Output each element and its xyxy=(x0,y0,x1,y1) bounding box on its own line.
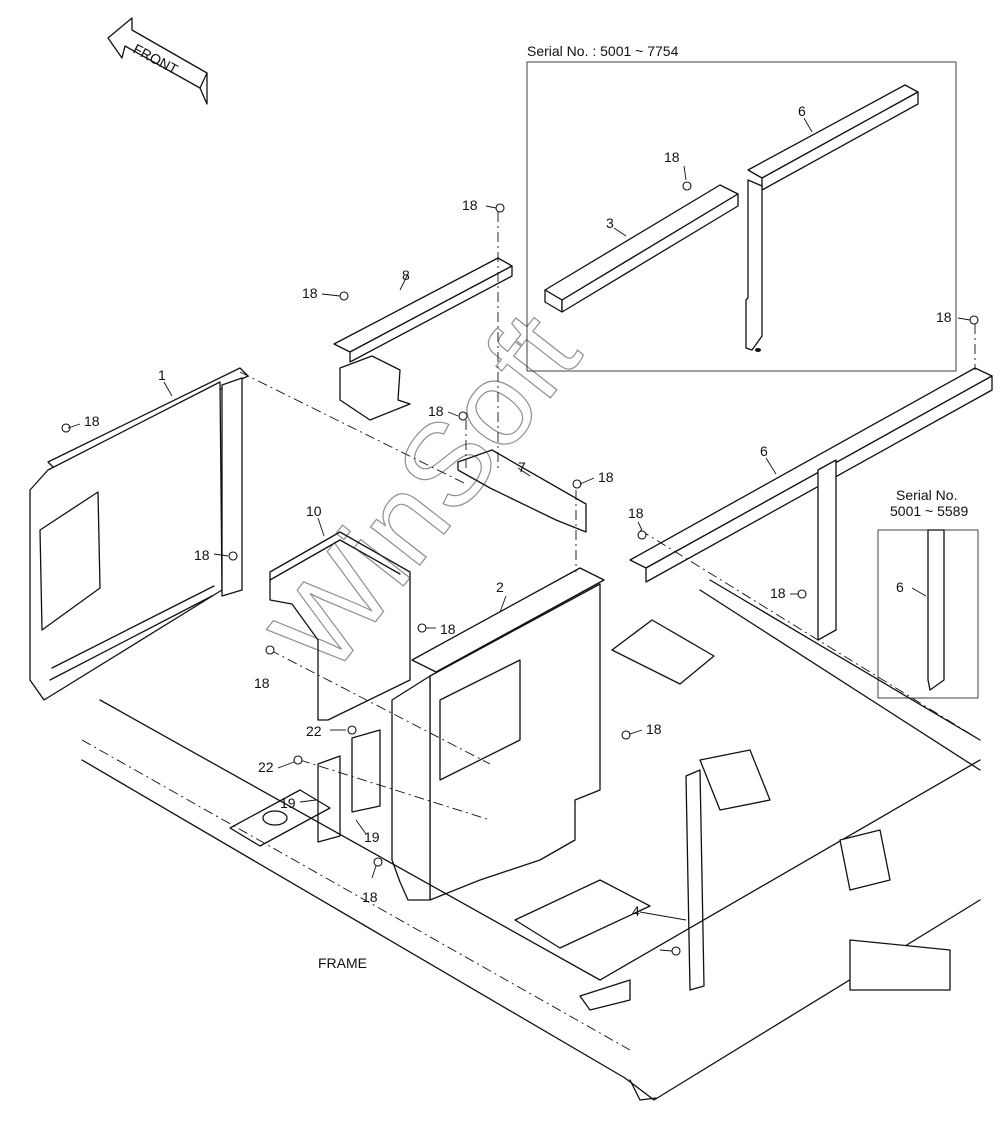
part-2-frame xyxy=(391,567,605,901)
callout-part-18: 18 xyxy=(646,721,662,737)
part-8-bracket xyxy=(333,257,513,421)
callout-labels: 1 2 3 4 6 6 6 7 8 10 18 18 18 18 18 18 1… xyxy=(84,103,952,971)
bolt-icon xyxy=(637,530,647,540)
callout-part-19: 19 xyxy=(280,795,296,811)
part-19-plates xyxy=(317,729,381,843)
callout-part-10: 10 xyxy=(306,503,322,519)
callout-part-18: 18 xyxy=(664,149,680,165)
callout-part-18: 18 xyxy=(598,469,614,485)
leader-lines xyxy=(67,117,971,952)
inset-right-serial-2: 5001 ~ 5589 xyxy=(890,503,968,519)
callout-part-18: 18 xyxy=(770,585,786,601)
callout-part-18: 18 xyxy=(462,197,478,213)
frame-label: FRAME xyxy=(318,955,367,971)
bolt-icons xyxy=(61,181,979,956)
callout-part-18: 18 xyxy=(440,621,456,637)
bolt-icon xyxy=(458,411,468,421)
bolt-icon xyxy=(347,725,357,735)
inset-box-right: Serial No. 5001 ~ 5589 xyxy=(877,487,979,699)
callout-part-7: 7 xyxy=(518,459,526,475)
callout-part-18: 18 xyxy=(936,309,952,325)
part-4-post xyxy=(685,769,705,991)
part-7-bracket xyxy=(457,449,587,533)
callout-part-22: 22 xyxy=(306,723,322,739)
callout-part-18: 18 xyxy=(628,505,644,521)
callout-part-6-side: 6 xyxy=(896,579,904,595)
callout-part-18: 18 xyxy=(428,403,444,419)
callout-part-19: 19 xyxy=(364,829,380,845)
bolt-icon xyxy=(265,645,275,655)
part-6-beam xyxy=(629,367,993,641)
callout-part-18: 18 xyxy=(254,675,270,691)
bolt-icon xyxy=(339,291,349,301)
callout-part-3: 3 xyxy=(606,215,614,231)
callout-part-18: 18 xyxy=(194,547,210,563)
bolt-icon xyxy=(797,589,807,599)
bolt-icon xyxy=(228,551,238,561)
bolt-icon xyxy=(621,730,631,740)
part-10-duct xyxy=(269,531,411,721)
callout-part-18: 18 xyxy=(362,889,378,905)
callout-part-8: 8 xyxy=(402,267,410,283)
callout-part-2: 2 xyxy=(496,579,504,595)
inset-right-serial-1: Serial No. xyxy=(896,487,957,503)
bolt-icon xyxy=(293,755,303,765)
bolt-icon xyxy=(572,479,582,489)
inset-top-serial: Serial No. : 5001 ~ 7754 xyxy=(527,43,679,59)
part-1-panel xyxy=(29,367,249,701)
callout-part-6-main: 6 xyxy=(760,443,768,459)
bolt-icon xyxy=(495,203,505,213)
assembly-lines xyxy=(239,212,976,821)
bolt-icon xyxy=(61,423,71,433)
front-arrow-icon: FRONT xyxy=(107,17,208,105)
callout-part-18: 18 xyxy=(84,413,100,429)
callout-part-6-inset: 6 xyxy=(798,103,806,119)
bolt-icon xyxy=(682,181,692,191)
bolt-icon xyxy=(969,315,979,325)
frame-structure xyxy=(81,529,981,1101)
callout-part-18: 18 xyxy=(302,285,318,301)
bolt-icon xyxy=(671,946,681,956)
bolt-icon xyxy=(373,857,383,867)
callout-part-1: 1 xyxy=(158,367,166,383)
callout-part-4: 4 xyxy=(632,903,640,919)
bolt-icon xyxy=(417,623,427,633)
inset-box-top: Serial No. : 5001 ~ 7754 xyxy=(526,43,957,372)
callout-part-22: 22 xyxy=(258,759,274,775)
